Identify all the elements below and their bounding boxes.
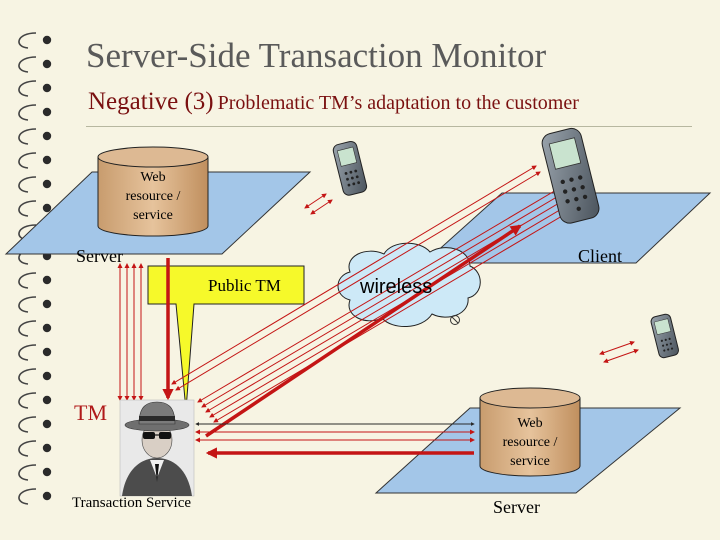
- antenna-icon: [450, 315, 460, 325]
- mobile-phone-icon: [650, 313, 680, 359]
- spiral-hole: [42, 203, 52, 213]
- server-client-diagonal-arrows: [171, 165, 541, 391]
- spiral-ring: [18, 152, 37, 169]
- spiral-hole: [42, 83, 52, 93]
- spiral-ring: [18, 344, 37, 361]
- spiral-hole: [42, 371, 52, 381]
- slide-title: Server-Side Transaction Monitor: [86, 36, 547, 75]
- spiral-hole: [42, 419, 52, 429]
- tm-label: TM: [74, 400, 107, 425]
- cylinder-top-line-3: service: [133, 208, 173, 223]
- spiral-ring: [18, 296, 37, 313]
- spiral-ring: [18, 128, 37, 145]
- cylinder-bottom-line-2: resource /: [502, 435, 558, 450]
- spiral-ring: [18, 80, 37, 97]
- spy-agent-icon: [119, 399, 195, 497]
- spiral-ring: [18, 440, 37, 457]
- spiral-hole: [42, 179, 52, 189]
- spiral-hole: [42, 299, 52, 309]
- cylinder-top-line-2: resource /: [125, 189, 181, 204]
- spiral-hole: [42, 107, 52, 117]
- spiral-ring: [18, 368, 37, 385]
- phone-exchange-arrows-top: [304, 193, 333, 215]
- spiral-ring: [18, 320, 37, 337]
- spiral-ring: [18, 200, 37, 217]
- server-label-bottom: Server: [493, 497, 540, 517]
- subtitle-strong: Negative (3): [88, 88, 214, 115]
- cylinder-top-line-1: Web: [140, 170, 166, 185]
- spiral-hole: [42, 59, 52, 69]
- spiral-hole: [42, 131, 52, 141]
- transaction-service-label: Transaction Service: [72, 495, 192, 511]
- spiral-ring: [18, 104, 37, 121]
- title-divider: [86, 126, 692, 127]
- spiral-ring: [18, 416, 37, 433]
- tm-server-horizontal-arrows: [195, 422, 475, 459]
- wireless-label: wireless: [360, 276, 433, 298]
- cylinder-bottom-label: Web resource / service: [480, 414, 580, 471]
- spiral-ring: [18, 464, 37, 481]
- slide-subtitle: Negative (3) Problematic TM’s adaptation…: [88, 88, 579, 116]
- spiral-hole: [42, 275, 52, 285]
- cylinder-top-label: Web resource / service: [98, 168, 208, 225]
- spiral-hole: [42, 323, 52, 333]
- mobile-phone-icon: [332, 140, 368, 196]
- spiral-hole: [42, 35, 52, 45]
- spiral-hole: [42, 443, 52, 453]
- mobile-phone-icon: [541, 127, 600, 224]
- spiral-hole: [42, 491, 52, 501]
- phone-exchange-arrows-right: [599, 340, 639, 364]
- cylinder-bottom-line-1: Web: [517, 416, 543, 431]
- spiral-hole: [42, 467, 52, 477]
- subtitle-rest: Problematic TM’s adaptation to the custo…: [217, 92, 579, 114]
- spiral-hole: [42, 395, 52, 405]
- spiral-hole: [42, 347, 52, 357]
- client-label: Client: [578, 246, 622, 266]
- spiral-ring: [18, 32, 37, 49]
- cylinder-bottom-line-3: service: [510, 454, 550, 469]
- server-label-top: Server: [76, 246, 123, 266]
- public-tm-label: Public TM: [208, 276, 281, 295]
- spiral-ring: [18, 272, 37, 289]
- spiral-ring: [18, 56, 37, 73]
- spiral-hole: [42, 155, 52, 165]
- spiral-ring: [18, 488, 37, 505]
- server-tm-vertical-arrows: [117, 258, 174, 401]
- spiral-ring: [18, 392, 37, 409]
- spiral-ring: [18, 176, 37, 193]
